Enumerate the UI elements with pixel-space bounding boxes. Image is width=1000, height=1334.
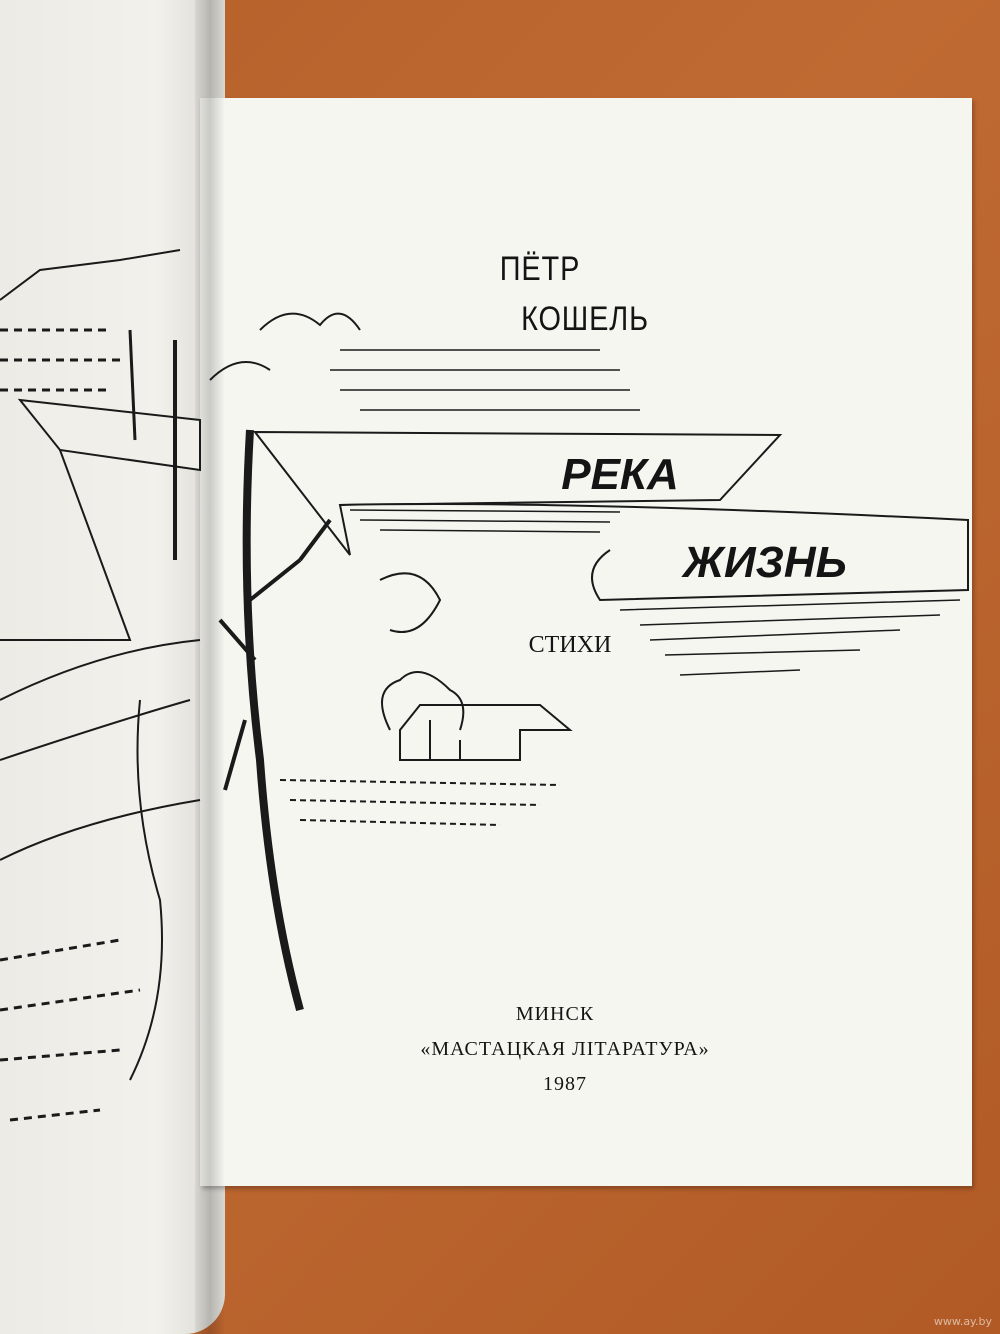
imprint-city: МИНСК — [515, 1003, 595, 1025]
watermark: www.ay.by — [933, 1315, 992, 1328]
ribbon-top — [252, 430, 783, 556]
imprint-publisher: «МАСТАЦКАЯ ЛІТАРАТУРА» — [420, 1038, 710, 1060]
genre-label: СТИХИ — [528, 632, 612, 658]
ribbon-bottom — [339, 503, 969, 602]
tree — [242, 429, 304, 1012]
house — [399, 704, 573, 761]
left-page — [0, 0, 225, 1334]
title-page — [200, 98, 972, 1186]
imprint-year: 1987 — [543, 1073, 587, 1095]
left-road-illustration — [0, 249, 201, 1081]
author-first-name: ПЁТР — [499, 250, 581, 288]
book-title-line1: РЕКА — [561, 450, 679, 499]
author-last-name: КОШЕЛЬ — [521, 300, 649, 338]
book-gutter — [195, 0, 225, 1334]
book-title-line2: ЖИЗНЬ — [683, 538, 847, 587]
